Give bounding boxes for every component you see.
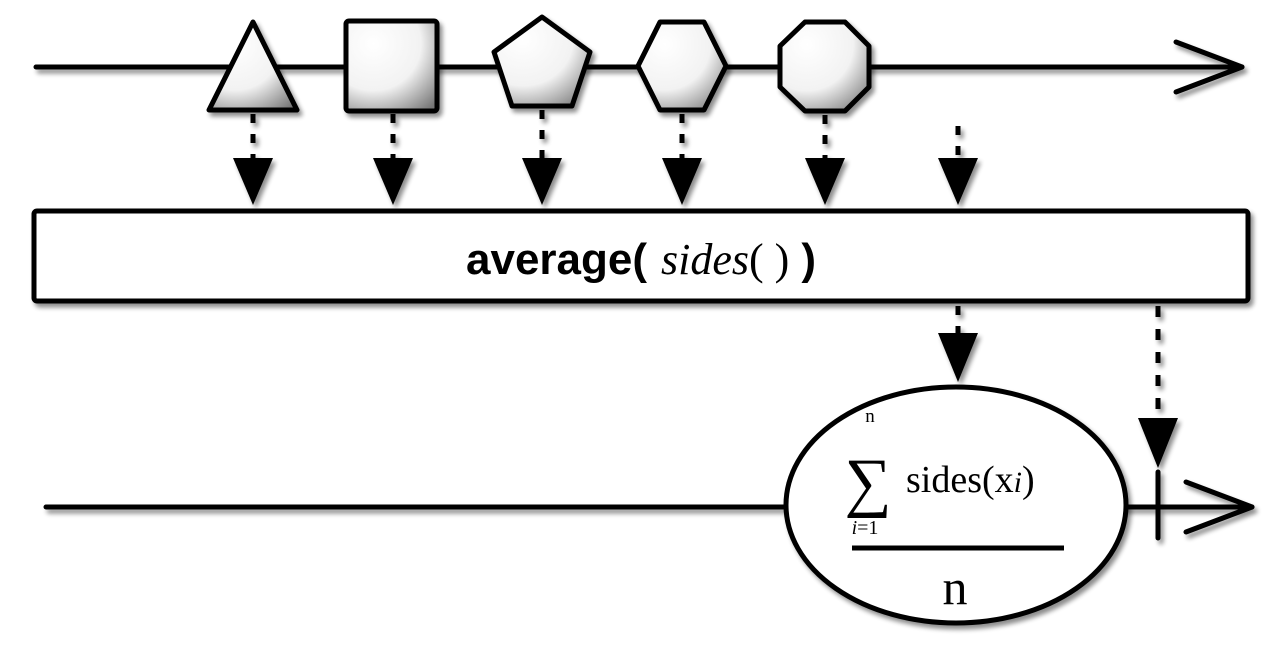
- operator-argument: sides: [661, 235, 749, 284]
- input-item-pentagon: [491, 14, 593, 109]
- input-item-octagon: [777, 19, 872, 114]
- arrow-complete: [938, 126, 978, 205]
- sum-lower-limit-rest: =1: [857, 517, 878, 539]
- sigma-symbol: ∑: [844, 446, 891, 519]
- arrow-octagon: [805, 115, 845, 205]
- operator-box: [31, 208, 1251, 304]
- sum-term-variable: x: [995, 459, 1014, 501]
- output-arrows: [938, 306, 1178, 468]
- arrow-triangle: [233, 114, 273, 205]
- sum-term-subscript: i: [1014, 466, 1022, 499]
- denominator: n: [943, 559, 968, 615]
- operator-label: average( sides( )): [466, 235, 816, 284]
- input-item-hexagon: [635, 19, 729, 113]
- output-timeline-arrowhead: [1183, 479, 1255, 535]
- arrow-hexagon: [662, 114, 702, 205]
- input-arrows: [233, 110, 978, 205]
- operator-argument-parens: ( ): [749, 235, 789, 284]
- output-item-average: [783, 384, 1129, 626]
- sum-lower-limit-var: i: [852, 517, 858, 539]
- arrow-result: [938, 306, 978, 382]
- input-item-triangle: [206, 19, 300, 113]
- average-formula: n ∑ i=1 sides(xi) n: [844, 406, 1064, 615]
- input-timeline-arrowhead: [1173, 39, 1245, 95]
- arrow-output-complete: [1138, 306, 1178, 468]
- sum-lower-limit: i=1: [852, 517, 879, 539]
- arrow-pentagon: [522, 110, 562, 205]
- sum-upper-limit: n: [865, 406, 875, 427]
- operator-name: average(: [466, 235, 647, 284]
- sum-term-function: sides(: [906, 459, 995, 501]
- input-item-square: [343, 18, 440, 114]
- operator-close: ): [801, 235, 816, 284]
- arrow-square: [373, 114, 413, 205]
- sum-term-close: ): [1022, 459, 1035, 501]
- sum-term: sides(xi): [906, 459, 1035, 501]
